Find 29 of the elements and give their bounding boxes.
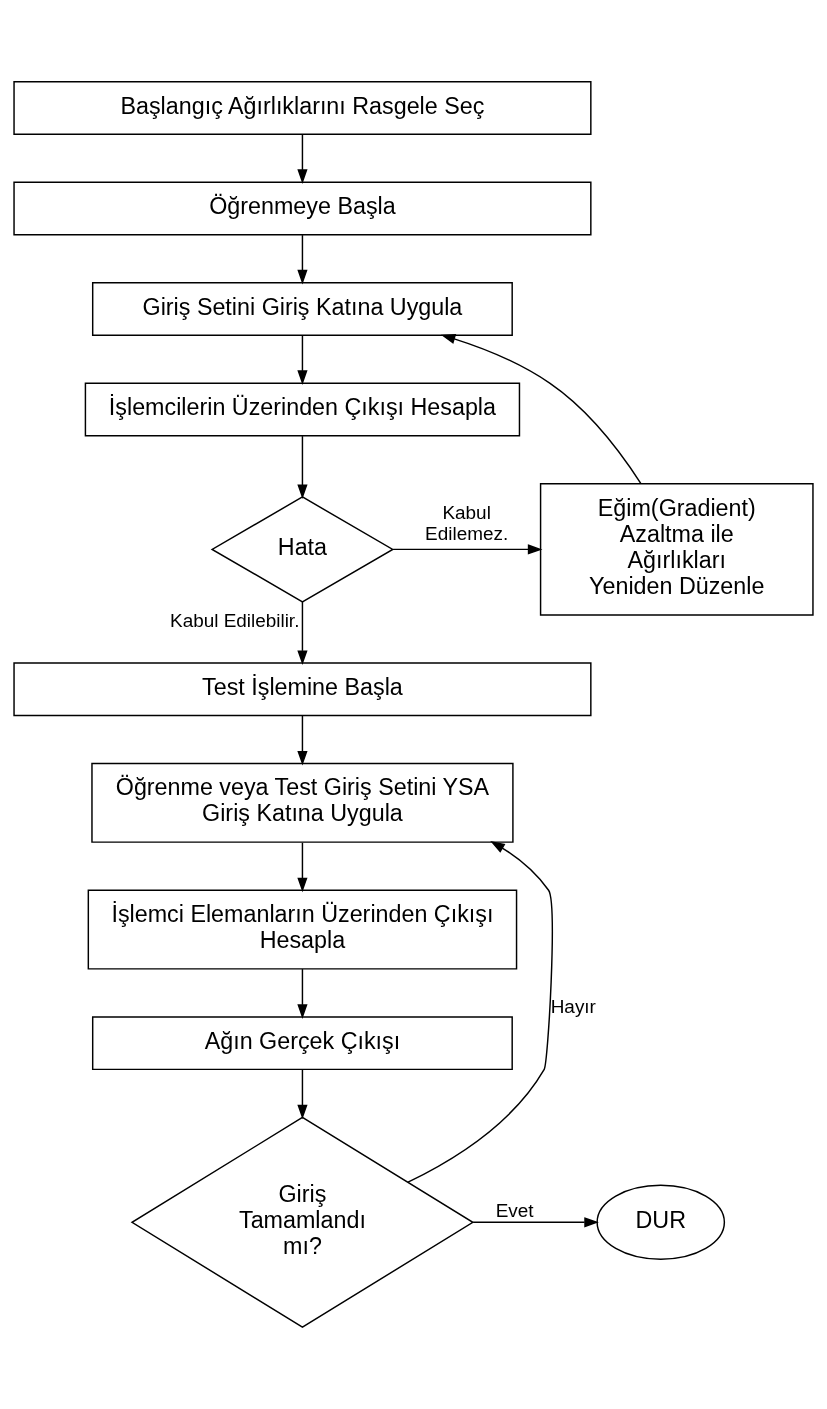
arrow [297, 133, 308, 184]
arrow [297, 1068, 308, 1120]
node-box: Öğrenme veya Test Giriş Setini YSA Giriş Katına Uygula [91, 762, 514, 843]
arrow [472, 1217, 599, 1228]
arrow [297, 968, 308, 1019]
arrow [297, 715, 308, 766]
arrow [297, 435, 308, 500]
edge-label: Evet [495, 1200, 534, 1222]
arrow [297, 334, 308, 385]
edge-label: Hayır [550, 996, 596, 1018]
edge-label: Kabul Edilebilir. [170, 609, 300, 631]
edge-label: Kabul Edilemez. [425, 502, 509, 544]
node-ellipse: DUR [596, 1184, 726, 1261]
arrow [392, 544, 543, 555]
arrow [297, 234, 308, 285]
node-box: Eğim(Gradient) Azaltma ile Ağırlıkları Yeniden Düzenle [539, 483, 814, 616]
arrow [297, 842, 308, 893]
node-box: Giriş Setini Giriş Katına Uygula [91, 282, 513, 336]
node-box: Ağın Gerçek Çıkışı [91, 1016, 513, 1071]
node-diamond: Giriş Tamamlandı mı? [130, 1116, 475, 1329]
node-diamond: Hata [210, 496, 395, 603]
node-box: İşlemci Elemanların Üzerinden Çıkışı Hesapla [87, 889, 518, 970]
node-box: İşlemcilerin Üzerinden Çıkışı Hesapla [84, 382, 521, 437]
arrow [297, 601, 308, 665]
node-box: Öğrenmeye Başla [13, 181, 592, 236]
node-box: Başlangıç Ağırlıklarını Rasgele Seç [13, 81, 592, 135]
node-box: Test İşlemine Başla [13, 662, 592, 717]
arrow [407, 841, 553, 1183]
arrow [440, 334, 642, 485]
